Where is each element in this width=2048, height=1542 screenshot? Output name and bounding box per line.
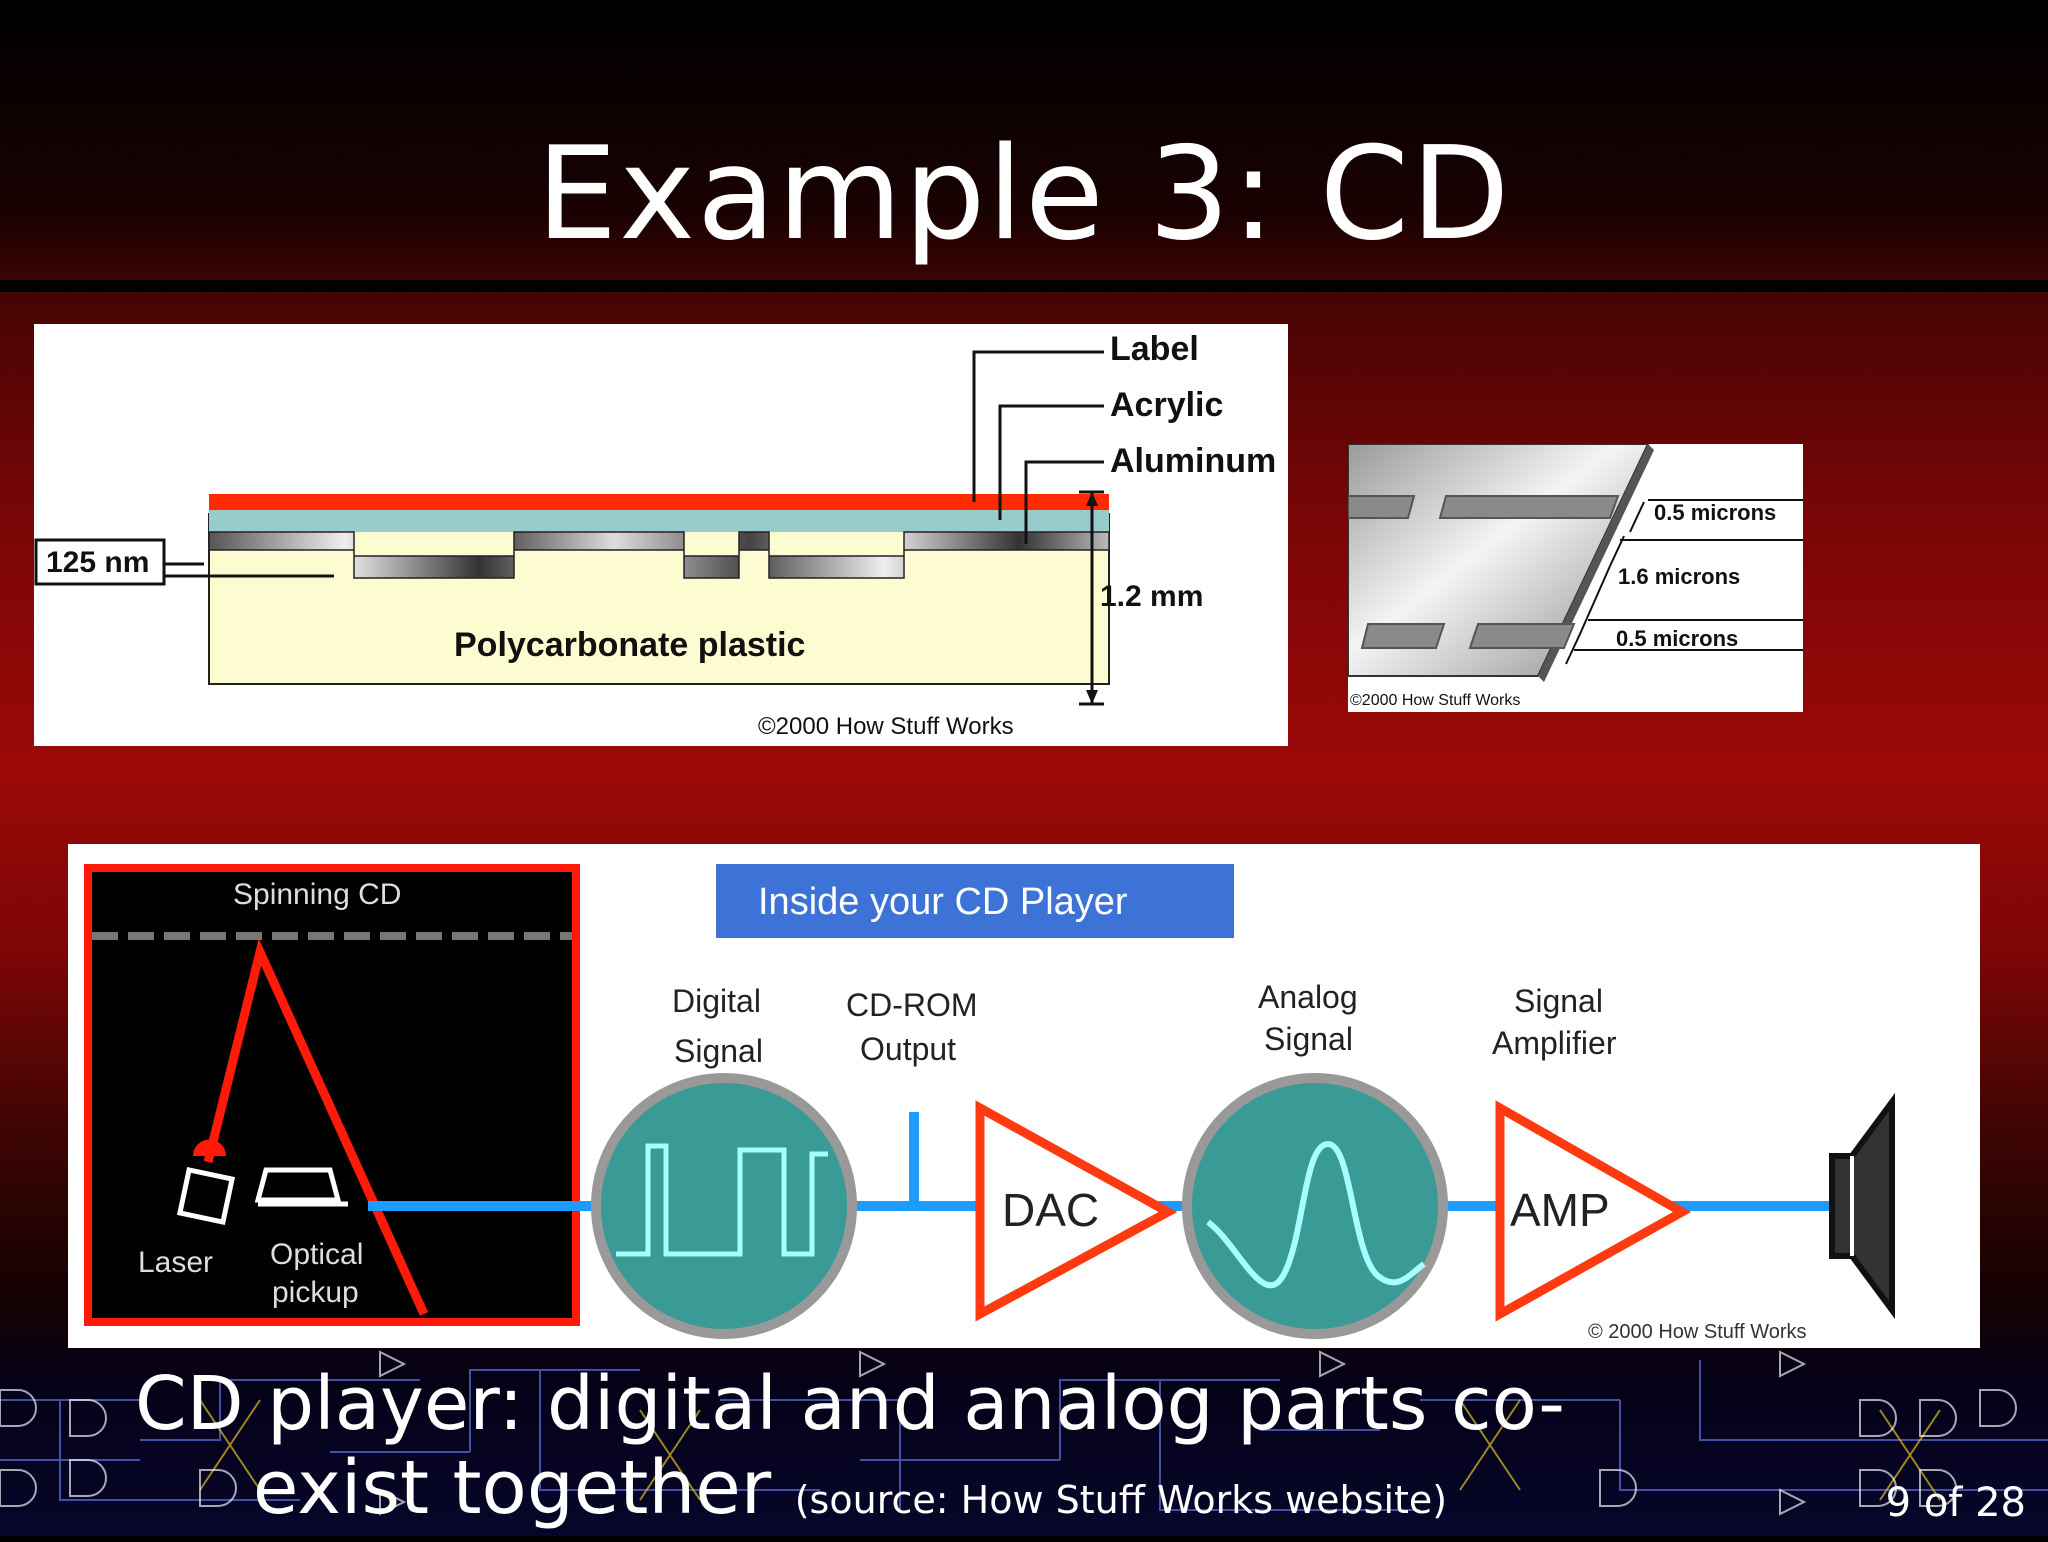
digital-signal-label-2: Signal bbox=[674, 1033, 763, 1069]
page-number: 9 of 28 bbox=[1885, 1480, 2026, 1526]
analog-waveform bbox=[1206, 1140, 1426, 1289]
cd-cross-section-figure: 125 nm Label Acrylic Aluminum 1.2 mm Pol… bbox=[34, 324, 1288, 746]
spinning-cd-box bbox=[84, 864, 580, 1326]
player-heading-box bbox=[716, 864, 1234, 938]
pit-top-left bbox=[1348, 495, 1416, 519]
title-divider bbox=[0, 280, 2048, 292]
optical-pickup-label-1: Optical bbox=[270, 1238, 363, 1271]
laser-icon bbox=[176, 1166, 236, 1226]
optical-pickup-label-2: pickup bbox=[272, 1276, 359, 1309]
analog-signal-label-1: Analog bbox=[1258, 979, 1358, 1015]
player-heading: Inside your CD Player bbox=[758, 881, 1128, 923]
analog-signal-scope bbox=[1182, 1073, 1448, 1339]
digital-signal-label-1: Digital bbox=[672, 983, 761, 1019]
amp-label: AMP bbox=[1510, 1184, 1610, 1236]
pit-width-top-label: 0.5 microns bbox=[1654, 500, 1776, 525]
optical-pickup-icon bbox=[254, 1167, 348, 1207]
pit-width-bottom-label: 0.5 microns bbox=[1616, 626, 1738, 651]
track-pitch-label: 1.6 microns bbox=[1618, 564, 1740, 589]
signal-amplifier-label-2: Amplifier bbox=[1492, 1025, 1617, 1061]
pit-top-right bbox=[1438, 495, 1620, 519]
spinning-cd-label: Spinning CD bbox=[233, 878, 401, 911]
caption-main: CD player: digital and analog parts co-e… bbox=[135, 1361, 1565, 1531]
cd-player-figure: Spinning CD Laser Optical pickup Inside … bbox=[68, 844, 1980, 1348]
slide-caption: CD player: digital and analog parts co-e… bbox=[60, 1362, 1640, 1542]
laser-label: Laser bbox=[138, 1246, 213, 1279]
dac-triangle bbox=[975, 1100, 1178, 1322]
laser-beam bbox=[203, 938, 429, 1316]
player-copyright: © 2000 How Stuff Works bbox=[1588, 1321, 1807, 1343]
thickness-label: 1.2 mm bbox=[1100, 580, 1203, 613]
slide-title: Example 3: CD bbox=[536, 120, 1512, 269]
speaker-icon bbox=[1829, 1092, 1895, 1320]
aluminum-layer bbox=[208, 531, 1110, 579]
aluminum-layer-label: Aluminum bbox=[1110, 442, 1276, 480]
dac-label: DAC bbox=[1002, 1184, 1099, 1236]
cd-player-diagram: Spinning CD Laser Optical pickup Inside … bbox=[84, 864, 1895, 1343]
pit-detail-figure: 0.5 microns 1.6 microns 0.5 microns ©200… bbox=[1348, 444, 1803, 712]
pit-detail-diagram: 0.5 microns 1.6 microns 0.5 microns ©200… bbox=[1348, 444, 1803, 709]
amp-triangle bbox=[1495, 1100, 1692, 1322]
label-layer bbox=[209, 494, 1109, 510]
circuit-background bbox=[0, 1350, 2048, 1516]
caption-source: (source: How Stuff Works website) bbox=[794, 1478, 1448, 1522]
pit-detail-copyright: ©2000 How Stuff Works bbox=[1350, 692, 1520, 709]
cdrom-output-label-1: CD-ROM bbox=[846, 987, 978, 1023]
label-layer-label: Label bbox=[1110, 330, 1199, 368]
substrate-label: Polycarbonate plastic bbox=[454, 626, 805, 664]
pit-bottom-left bbox=[1360, 623, 1446, 649]
analog-signal-label-2: Signal bbox=[1264, 1021, 1353, 1057]
digital-waveform bbox=[616, 1143, 828, 1257]
pit-depth-label: 125 nm bbox=[46, 546, 149, 579]
pit-bottom-right bbox=[1468, 623, 1576, 649]
cross-section-diagram: 125 nm Label Acrylic Aluminum 1.2 mm Pol… bbox=[34, 330, 1276, 740]
cross-section-copyright: ©2000 How Stuff Works bbox=[758, 713, 1014, 740]
digital-signal-scope bbox=[591, 1073, 857, 1339]
signal-amplifier-label-1: Signal bbox=[1514, 983, 1603, 1019]
acrylic-layer-label: Acrylic bbox=[1110, 386, 1223, 424]
acrylic-layer bbox=[209, 510, 1109, 532]
cdrom-output-label-2: Output bbox=[860, 1031, 956, 1067]
